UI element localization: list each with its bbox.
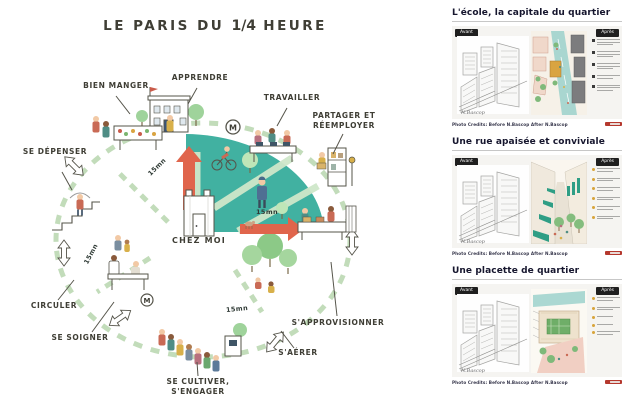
svg-text:M: M [144, 297, 151, 305]
legend-item [592, 306, 620, 312]
photo-credits: Photo Credits: Before N.Bascop After N.B… [452, 121, 568, 127]
legend-item [592, 196, 620, 202]
credits-row: Photo Credits: Before N.Bascop After N.B… [452, 121, 622, 127]
photo-credits: Photo Credits: Before N.Bascop After N.B… [452, 250, 568, 256]
activity-label-s-aerer: S'AÉRER [278, 348, 318, 357]
legend-item [592, 316, 620, 319]
apres-badge: Après [596, 29, 619, 37]
crowd-queue [158, 329, 242, 372]
legend-item [592, 51, 620, 59]
activity-label-partager: PARTAGER ET RÉEMPLOYER [312, 111, 376, 130]
legend-item [592, 177, 620, 183]
legend-item [592, 75, 620, 80]
panel-rue: Une rue apaisée et conviviale Avant Aprè… [452, 137, 622, 256]
avant-badge: Avant [455, 158, 478, 166]
apres-badge: Après [596, 158, 619, 166]
legend-item [592, 168, 620, 173]
panel-ecole: L'école, la capitale du quartier Avant A… [452, 8, 622, 127]
legend [592, 39, 620, 97]
time-label-15mn: 15mn [256, 208, 279, 216]
comparison-panels: L'école, la capitale du quartier Avant A… [452, 8, 622, 395]
brand-logo [605, 121, 622, 127]
home-building [183, 189, 215, 237]
activity-label-apprendre: APPRENDRE [171, 73, 229, 82]
legend-item [592, 323, 620, 327]
reuse-shelves [316, 147, 356, 187]
photo-credits: Photo Credits: Before N.Bascop After N.B… [452, 379, 568, 385]
activity-label-bien-manger: BIEN MANGER [83, 81, 149, 90]
activity-label-circuler: CIRCULER [30, 301, 78, 310]
brand-logo [605, 250, 622, 256]
avant-badge: Avant [455, 287, 478, 295]
panel-title: Une rue apaisée et conviviale [452, 137, 622, 151]
activity-label-travailler: TRAVAILLER [263, 93, 321, 102]
panel-body: Avant Après [452, 155, 622, 248]
quarter-hour-illustration-drawing: M M [52, 87, 359, 377]
zone-figures [211, 146, 267, 229]
doctor-scene [107, 255, 149, 290]
title-fraction: 1/4 [231, 18, 257, 34]
street-figures [92, 115, 275, 293]
shop-counter [297, 205, 357, 240]
illustrator-signature: N.Bascop [461, 110, 485, 116]
activity-label-s-approvisionner: S'APPROVISIONNER [291, 318, 385, 327]
stairs [52, 192, 100, 231]
page-title: LE PARIS DU 1/4 HEURE [100, 18, 330, 34]
illustrator-signature: N.Bascop [461, 239, 485, 245]
legend-item [592, 84, 620, 93]
activity-label-se-depenser: SE DÉPENSER [22, 147, 88, 156]
credits-row: Photo Credits: Before N.Bascop After N.B… [452, 250, 622, 256]
legend-item [592, 187, 620, 192]
after-image [531, 289, 587, 373]
office-desk [249, 128, 297, 162]
legend-item [592, 63, 620, 71]
legend-item [592, 297, 620, 302]
fifteen-minute-arrows [176, 146, 304, 241]
activity-label-se-soigner: SE SOIGNER [51, 333, 109, 342]
svg-text:M: M [229, 124, 237, 133]
title-prefix: LE PARIS DU [103, 18, 225, 34]
metro-icon: M M [140, 119, 241, 307]
panel-body: Avant Après [452, 26, 622, 119]
panel-title: Une placette de quartier [452, 266, 622, 280]
market-stall [113, 125, 163, 150]
before-image [457, 165, 529, 243]
legend [592, 297, 620, 341]
avant-badge: Avant [455, 29, 478, 37]
legend-item [592, 215, 620, 221]
panel-title: L'école, la capitale du quartier [452, 8, 622, 22]
title-suffix: HEURE [263, 18, 327, 34]
label-leader-lines [57, 87, 344, 377]
credits-row: Photo Credits: Before N.Bascop After N.B… [452, 379, 622, 385]
before-image [457, 294, 529, 372]
chez-moi-label: CHEZ MOI [172, 236, 226, 245]
direction-arrows [57, 156, 359, 353]
before-image [457, 36, 529, 114]
brand-logo [605, 379, 622, 385]
legend [592, 168, 620, 225]
activity-label-se-cultiver: SE CULTIVER, S'ENGAGER [166, 377, 230, 396]
trees [136, 104, 297, 342]
apres-badge: Après [596, 287, 619, 295]
quarter-hour-diagram: M M LE PARIS DU 1/4 HEURE BIEN MANGER AP… [22, 18, 385, 396]
panel-body: Avant Après [452, 284, 622, 377]
legend-item [592, 39, 620, 47]
after-image [531, 160, 587, 244]
after-image [531, 31, 587, 115]
illustrator-signature: N.Bascop [461, 368, 485, 374]
legend-item [592, 331, 620, 336]
panel-placette: Une placette de quartier Avant Après [452, 266, 622, 385]
legend-item [592, 206, 620, 211]
